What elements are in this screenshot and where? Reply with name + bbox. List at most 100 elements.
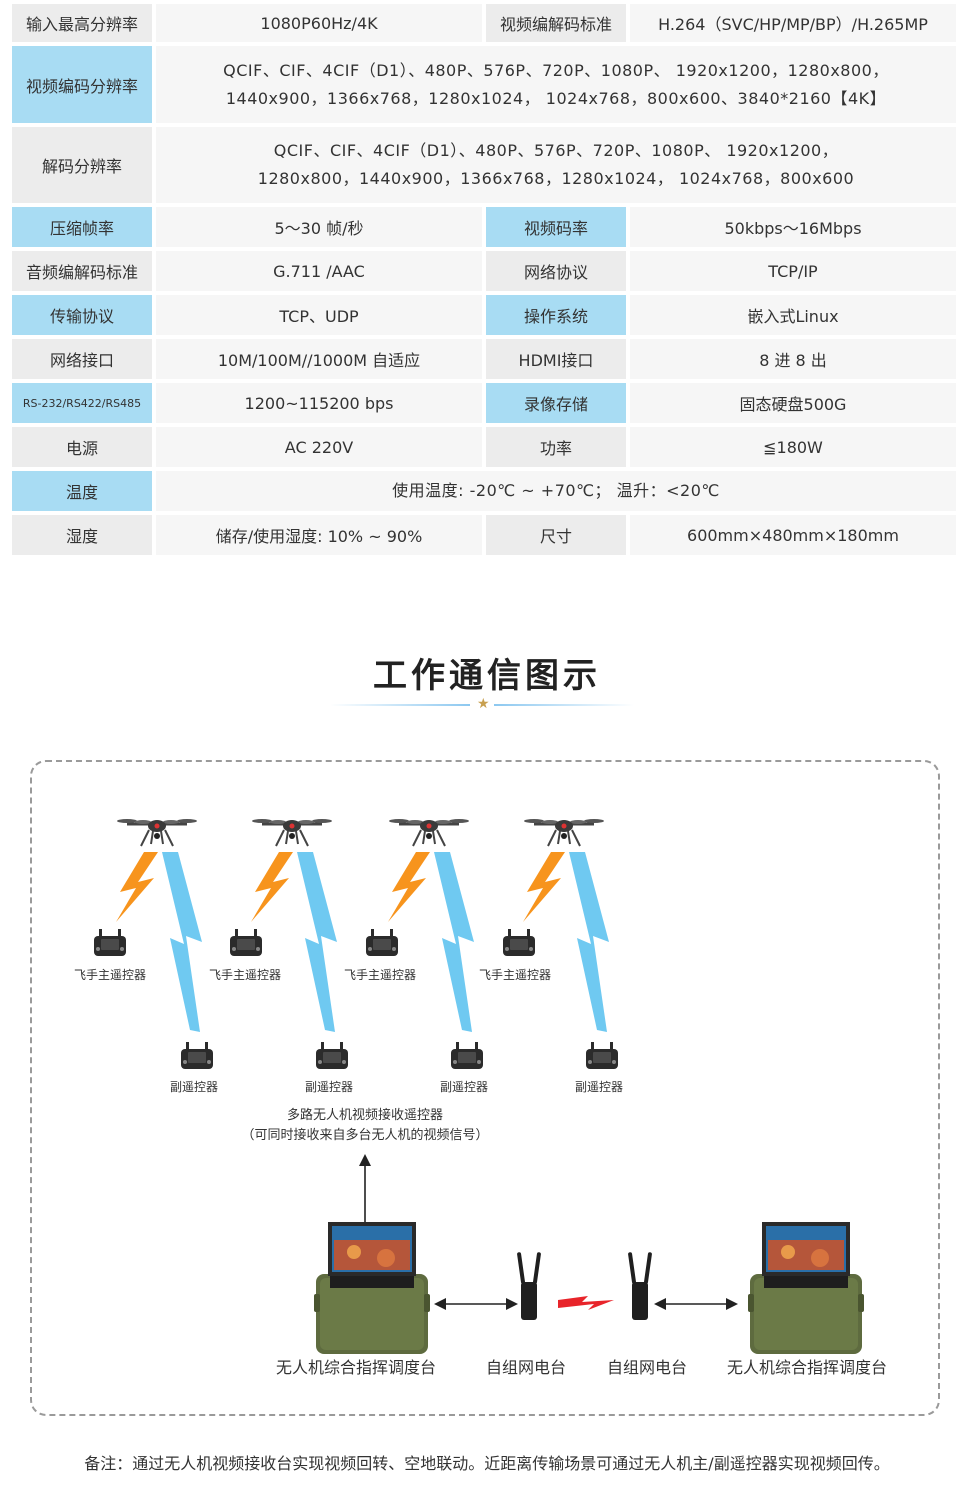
spec-value: 5～30 帧/秒 [156,207,482,247]
receiver-caption: 多路无人机视频接收遥控器 （可同时接收来自多台无人机的视频信号） [202,1106,528,1146]
pilot-remote-label: 飞手主遥控器 [74,968,147,982]
spec-value-line: QCIF、CIF、4CIF（D1）、480P、576P、720P、1080P、 … [273,141,839,160]
communication-diagram: 飞手主遥控器 飞手主遥控器 飞手主遥控器 飞手主遥控器 副遥控器 副遥控器 副遥… [30,760,940,1416]
spec-label: 网络协议 [486,251,626,291]
spec-value: 50kbps～16Mbps [630,207,956,247]
signal-bolt-icon [162,852,202,1032]
spec-label: 温度 [12,471,152,511]
wireless-link-icon [558,1296,614,1310]
spec-value: 嵌入式Linux [630,295,956,335]
radio-icon [627,1252,653,1320]
secondary-remote-label: 副遥控器 [575,1080,624,1094]
signal-bolt-icon [434,852,474,1032]
command-station-icon [314,1222,430,1354]
spec-row-serial: RS-232/RS422/RS485 1200~115200 bps 录像存储 … [12,383,956,423]
diagram-graphics [94,817,864,1354]
spec-label: 尺寸 [486,515,626,555]
spec-label: HDMI接口 [486,339,626,379]
secondary-remote-label: 副遥控器 [170,1080,219,1094]
spec-label: 视频编码分辨率 [12,46,152,123]
spec-label: RS-232/RS422/RS485 [12,383,152,423]
remote-controller-icon [181,1042,213,1069]
command-station-label: 无人机综合指挥调度台 [276,1358,437,1377]
spec-value: G.711 /AAC [156,251,482,291]
spec-value: 600mm×480mm×180mm [630,515,956,555]
remote-controller-icon [230,929,262,956]
spec-label: 录像存储 [486,383,626,423]
spec-row-decode-resolution: 解码分辨率 QCIF、CIF、4CIF（D1）、480P、576P、720P、1… [12,127,956,203]
spec-label: 音频编解码标准 [12,251,152,291]
secondary-remote-label: 副遥控器 [440,1080,489,1094]
remote-controller-icon [586,1042,618,1069]
spec-label: 解码分辨率 [12,127,152,203]
spec-value: H.264（SVC/HP/MP/BP）/H.265MP [630,4,956,42]
remote-controller-icon [94,929,126,956]
secondary-remote-label: 副遥控器 [305,1080,354,1094]
spec-value: QCIF、CIF、4CIF（D1）、480P、576P、720P、1080P、 … [156,127,956,203]
drone-icon [522,817,606,848]
spec-table: 输入最高分辨率 1080P60Hz/4K 视频编解码标准 H.264（SVC/H… [12,4,956,559]
signal-bolt-icon [251,852,293,922]
signal-bolt-icon [569,852,609,1032]
spec-value: 储存/使用湿度: 10% ~ 90% [156,515,482,555]
spec-value: AC 220V [156,427,482,467]
drone-icon [387,817,471,848]
spec-row-encode-resolution: 视频编码分辨率 QCIF、CIF、4CIF（D1）、480P、576P、720P… [12,46,956,123]
remote-controller-icon [451,1042,483,1069]
spec-label: 功率 [486,427,626,467]
receiver-caption-line: 多路无人机视频接收遥控器 [286,1108,443,1123]
spec-value: 1080P60Hz/4K [156,4,482,42]
spec-value: 10M/100M//1000M 自适应 [156,339,482,379]
spec-value: ≦180W [630,427,956,467]
radio-label: 自组网电台 [486,1358,567,1377]
spec-label: 湿度 [12,515,152,555]
spec-value-line: 1280x800，1440x900，1366x768，1280x1024， 10… [257,169,855,188]
spec-row-humidity: 湿度 储存/使用湿度: 10% ~ 90% 尺寸 600mm×480mm×180… [12,515,956,555]
radio-icon [516,1252,542,1320]
signal-bolt-icon [116,852,158,922]
spec-row-power: 电源 AC 220V 功率 ≦180W [12,427,956,467]
section-title: 工作通信图示 [373,656,601,696]
spec-value-line: 1440x900，1366x768，1280x1024， 1024x768，80… [225,88,887,108]
spec-value: TCP/IP [630,251,956,291]
remote-controller-icon [366,929,398,956]
command-station-label: 无人机综合指挥调度台 [727,1358,888,1377]
spec-label: 网络接口 [12,339,152,379]
spec-value: 8 进 8 出 [630,339,956,379]
spec-label: 操作系统 [486,295,626,335]
double-arrow-icon [654,1298,738,1310]
drone-icon [250,817,334,848]
pilot-remote-label: 飞手主遥控器 [209,968,282,982]
spec-value: QCIF、CIF、4CIF（D1）、480P、576P、720P、1080P、 … [156,46,956,123]
signal-bolt-icon [297,852,337,1032]
spec-row-network: 网络接口 10M/100M//1000M 自适应 HDMI接口 8 进 8 出 [12,339,956,379]
spec-row-transport: 传输协议 TCP、UDP 操作系统 嵌入式Linux [12,295,956,335]
pilot-remote-label: 飞手主遥控器 [344,968,417,982]
title-divider-right [494,704,634,706]
radio-label: 自组网电台 [607,1358,688,1377]
spec-label: 电源 [12,427,152,467]
receiver-caption-line: （可同时接收来自多台无人机的视频信号） [241,1128,489,1143]
double-arrow-icon [434,1298,518,1310]
signal-bolt-icon [523,852,565,922]
remote-controller-icon [503,929,535,956]
pilot-remote-label: 飞手主遥控器 [479,968,552,982]
spec-row-audio: 音频编解码标准 G.711 /AAC 网络协议 TCP/IP [12,251,956,291]
spec-row-temperature: 温度 使用温度: -20℃ ~ +70℃； 温升：<20℃ [12,471,956,511]
spec-label: 传输协议 [12,295,152,335]
remote-controller-icon [316,1042,348,1069]
spec-label: 输入最高分辨率 [12,4,152,42]
spec-label: 视频码率 [486,207,626,247]
spec-row-input-resolution: 输入最高分辨率 1080P60Hz/4K 视频编解码标准 H.264（SVC/H… [12,4,956,42]
signal-bolt-icon [388,852,430,922]
star-icon: ★ [477,696,490,712]
title-divider-left [330,704,470,706]
command-station-icon [748,1222,864,1354]
spec-value-line: QCIF、CIF、4CIF（D1）、480P、576P、720P、1080P、 … [223,60,889,80]
spec-value: 固态硬盘500G [630,383,956,423]
footnote: 备注：通过无人机视频接收台实现视频回转、空地联动。近距离传输场景可通过无人机主/… [84,1454,890,1473]
drone-icon [115,817,199,848]
spec-label: 视频编解码标准 [486,4,626,42]
spec-row-frame-rate: 压缩帧率 5～30 帧/秒 视频码率 50kbps～16Mbps [12,207,956,247]
spec-value: 使用温度: -20℃ ~ +70℃； 温升：<20℃ [156,471,956,511]
